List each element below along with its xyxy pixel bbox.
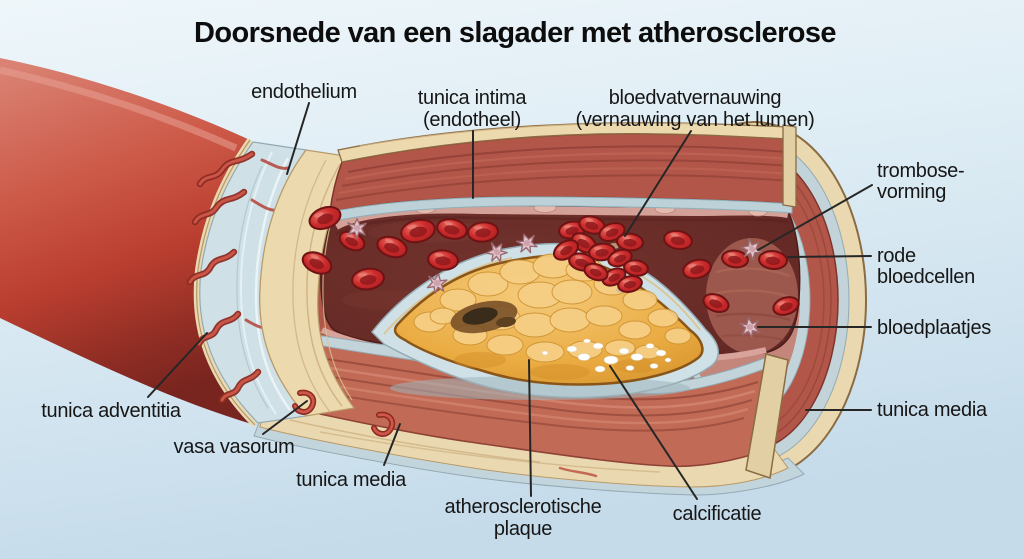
red-blood-cell [578, 215, 606, 235]
red-blood-cell [436, 218, 468, 240]
platelet [515, 233, 538, 254]
calcification-speck [583, 338, 591, 344]
calcificatie-leader [609, 365, 698, 500]
label-atherosclerotische-plaque-1: atherosclerotische [445, 496, 602, 518]
label-trombosevorming-1: trombose- [877, 160, 964, 182]
plaque-shading [614, 359, 658, 373]
red-blood-cell [467, 221, 499, 243]
red-blood-cell [583, 262, 609, 282]
platelet [739, 317, 760, 338]
red-blood-cell [758, 249, 788, 271]
plaque-lobule [439, 288, 477, 312]
platelet [347, 218, 367, 240]
endothelium-leader [286, 102, 310, 175]
calcification-speck [655, 349, 667, 357]
plaque-lobule [647, 308, 679, 328]
calcification-speck [618, 347, 630, 355]
plaque-shading [530, 364, 590, 380]
calcification-speck [630, 353, 644, 361]
plaque-lobule [551, 279, 593, 305]
label-bloedvatvernauwing-1: bloedvatvernauwing [609, 87, 782, 109]
plaque-shading [454, 352, 506, 368]
cream-connective-band [259, 149, 360, 417]
label-tunica-media-bottom: tunica media [296, 469, 407, 491]
label-tunica-intima-1: tunica intima [418, 87, 528, 109]
red-blood-cell [588, 242, 616, 262]
artery-bottom-wall [253, 331, 805, 496]
plaque-lobule [467, 271, 509, 297]
label-atherosclerotische-plaque-2: plaque [494, 518, 552, 540]
red-blood-cell [308, 205, 342, 231]
artery-tube-exterior [0, 58, 258, 428]
leader-lines [147, 102, 873, 500]
calcification-specks [541, 338, 672, 373]
tunica-adventitia-leader [147, 332, 208, 398]
label-endothelium: endothelium [251, 81, 357, 103]
trombosevorming-leader [757, 184, 873, 251]
red-blood-cell [376, 235, 408, 259]
red-blood-cell [400, 218, 436, 244]
plaque-lobule [618, 320, 652, 340]
blood-cells [301, 205, 800, 338]
calcification-speck [566, 345, 578, 353]
label-trombosevorming-2: vorming [877, 181, 946, 203]
vasa-vasorum-hooks [292, 389, 598, 478]
label-rode-bloedcellen-1: rode [877, 245, 916, 267]
plaque-lobule [486, 334, 524, 356]
red-blood-cell [351, 267, 385, 291]
label-tunica-media-right: tunica media [877, 399, 988, 421]
plaque-lobule [622, 289, 658, 311]
plaque-lobule [664, 327, 692, 345]
plaque-lobule [513, 312, 557, 338]
red-blood-cell [682, 258, 712, 280]
label-rode-bloedcellen-2: bloedcellen [877, 266, 975, 288]
platelet [485, 242, 508, 263]
red-blood-cell [772, 296, 800, 316]
label-tunica-adventitia: tunica adventitia [41, 400, 182, 422]
label-calcificatie: calcificatie [673, 503, 762, 525]
calcification-speck [541, 350, 549, 356]
calcification-speck [577, 353, 591, 361]
red-blood-cell [427, 249, 459, 271]
platelet [740, 238, 763, 261]
vasa-vasorum-leader [262, 400, 308, 435]
label-bloedplaatjes: bloedplaatjes [877, 317, 991, 339]
plaque-leader [528, 359, 532, 497]
tunica-media-bottom-leader [383, 423, 401, 466]
plaque-lobule [549, 307, 591, 333]
label-bloedvatvernauwing-2: (vernauwing van het lumen) [576, 109, 815, 131]
red-blood-cell [702, 293, 730, 313]
calcification-speck [603, 355, 619, 365]
vasa-vasorum-vessels [186, 150, 290, 404]
platelet [426, 273, 448, 294]
rode-bloedcellen-leader [787, 255, 872, 258]
plaque-lobule [585, 305, 623, 327]
red-blood-cell [301, 251, 333, 275]
label-vasa-vasorum: vasa vasorum [174, 436, 295, 458]
plaque-lobules [413, 253, 692, 380]
calcification-speck [649, 363, 659, 369]
red-blood-cell [663, 229, 693, 251]
bottom-wall-cut-face [745, 353, 789, 479]
plaque-lobule [604, 339, 636, 357]
annotation-labels: endothelium tunica intima (endotheel) bl… [41, 81, 991, 540]
label-tunica-intima-2: (endotheel) [423, 109, 521, 131]
calcification-speck [645, 343, 655, 349]
calcification-speck [664, 357, 672, 363]
calcification-speck [592, 342, 604, 350]
calcification-speck [625, 365, 635, 371]
red-blood-cell [721, 249, 749, 269]
calcification-speck [594, 365, 606, 373]
diagram-title: Doorsnede van een slagader met atheroscl… [194, 17, 836, 49]
bloedvatvernauwing-leader [624, 130, 692, 237]
red-blood-cell [617, 275, 643, 293]
